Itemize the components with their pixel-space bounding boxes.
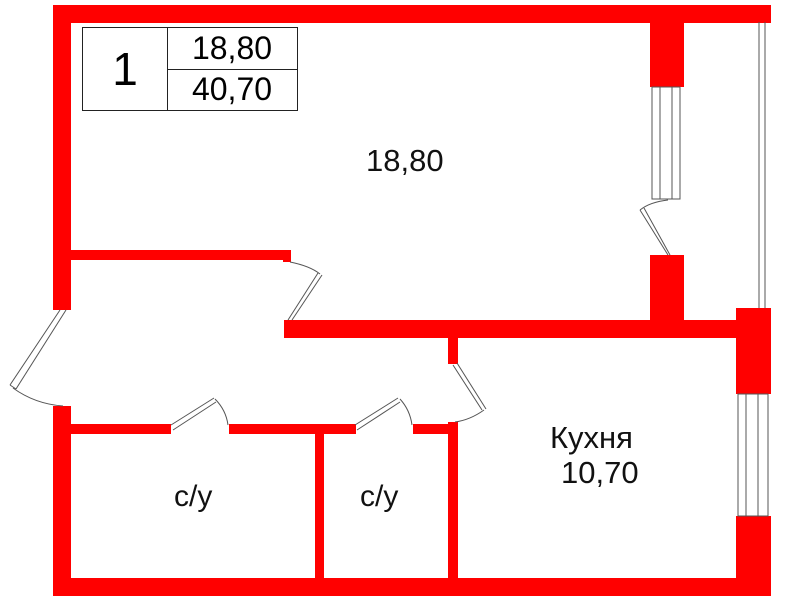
bathroom-1-label: с/у: [174, 480, 213, 513]
kitchen-area-label: 10,70: [561, 455, 639, 490]
wall-bottom: [53, 578, 769, 596]
wall-kitchen-left: [448, 422, 458, 582]
total-area-value: 40,70: [191, 71, 273, 107]
room-count: 1: [83, 28, 168, 110]
wall-pillar-top: [650, 5, 684, 87]
living-area-value: 18,80: [167, 28, 297, 70]
wall-hall-top: [53, 250, 291, 260]
wall-bath1-top-right: [229, 424, 356, 434]
kitchen-name-label: Кухня: [550, 420, 633, 455]
wall-bath-divider: [315, 430, 324, 582]
window-living: [651, 86, 681, 200]
bathroom-2-label: с/у: [360, 480, 399, 513]
apartment-legend: 1 18,80 40,70: [82, 27, 298, 111]
wall-top: [53, 5, 771, 23]
wall-bath1-top-left: [53, 424, 171, 434]
wall-kitchen-stub: [448, 338, 458, 364]
wall-bath2-top-right: [413, 424, 458, 434]
wall-left-upper: [53, 5, 71, 310]
wall-left-lower: [53, 406, 71, 596]
window-kitchen: [737, 393, 769, 517]
living-room-area-label: 18,80: [366, 143, 444, 178]
wall-kitchen-pillar-top: [736, 308, 771, 394]
wall-living-kitchen: [286, 320, 771, 338]
wall-kitchen-pillar-bottom: [736, 516, 771, 596]
